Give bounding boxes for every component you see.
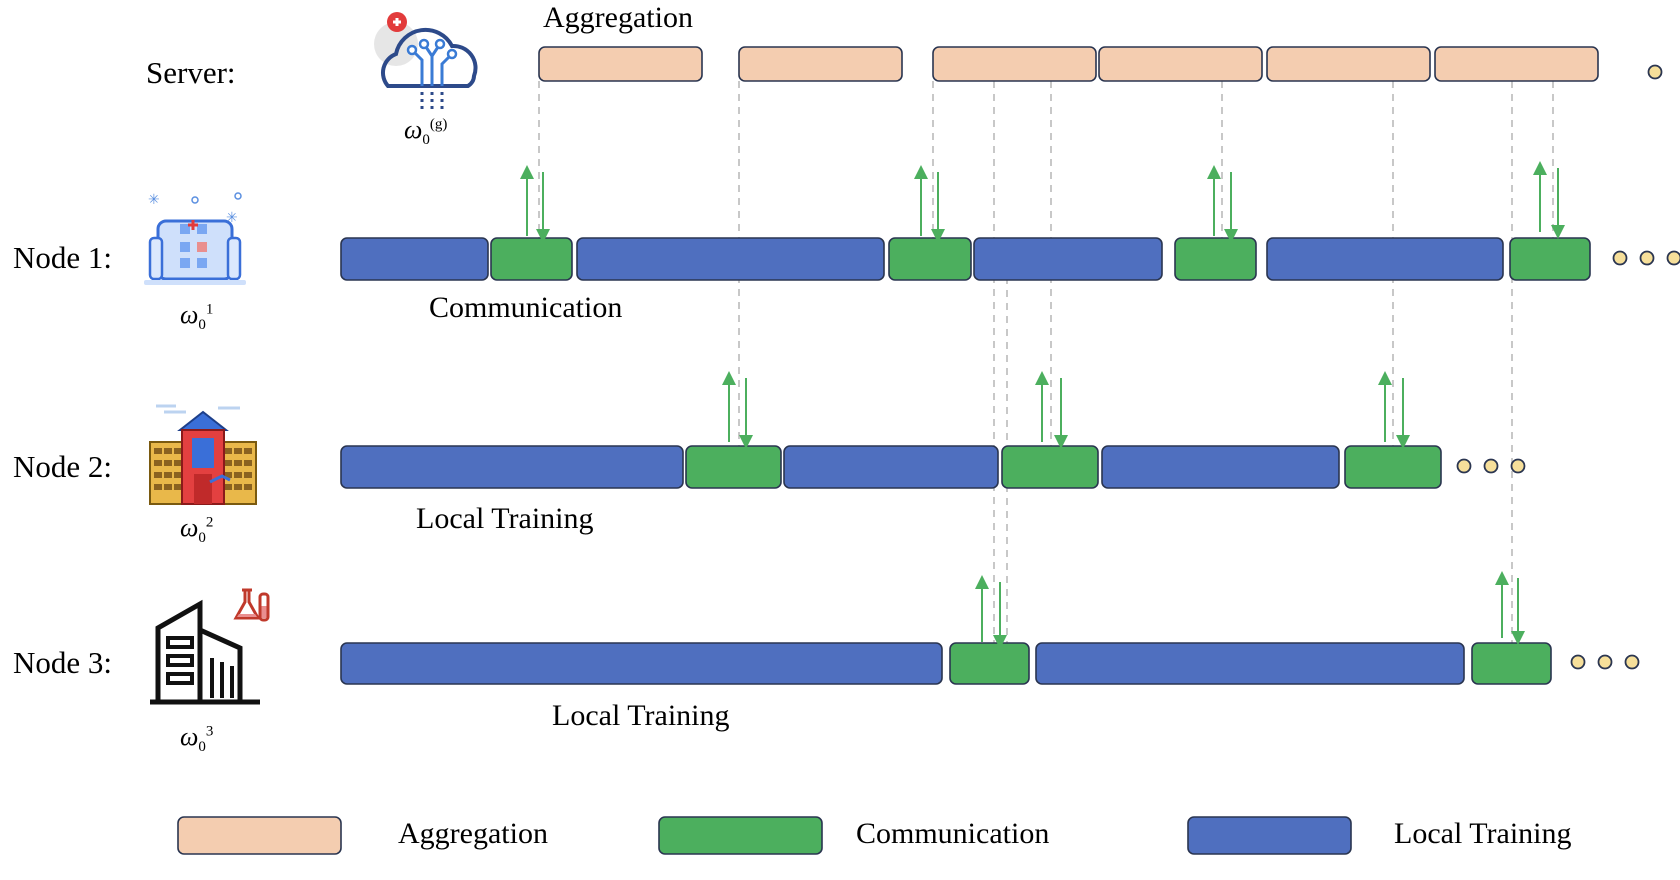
local-training-caption-node3: Local Training: [552, 699, 730, 732]
aggregation-block-server: [1266, 46, 1431, 82]
local-training-block-node3: [1035, 642, 1465, 685]
continuation-dot: [1597, 654, 1613, 670]
hospital-icon: ✳ ✳: [144, 192, 246, 285]
svg-text:✳: ✳: [226, 210, 238, 226]
communication-block-node1: [1509, 237, 1591, 281]
continuation-dot: [1456, 458, 1472, 474]
local-training-block-node1: [973, 237, 1163, 281]
continuation-dot: [1666, 250, 1680, 266]
legend-local-training-label: Local Training: [1394, 817, 1572, 850]
aggregation-block-server: [1098, 46, 1263, 82]
node3-weight: ω03: [180, 722, 214, 756]
aggregation-caption: Aggregation: [543, 1, 693, 34]
node2-weight: ω02: [180, 513, 214, 547]
communication-block-node1: [1174, 237, 1257, 281]
svg-text:✳: ✳: [148, 192, 160, 208]
continuation-dot: [1570, 654, 1586, 670]
continuation-dot: [1639, 250, 1655, 266]
local-training-block-node2: [340, 445, 684, 489]
legend-communication-label: Communication: [856, 817, 1050, 850]
aggregation-block-server: [1434, 46, 1599, 82]
communication-block-node2: [685, 445, 782, 489]
communication-block-node1: [888, 237, 972, 281]
server-label: Server:: [146, 55, 236, 90]
cloud-network-icon: [374, 12, 478, 112]
timeline-bars: [340, 46, 1599, 685]
communication-block-node3: [949, 642, 1030, 685]
local-training-caption-node2: Local Training: [416, 502, 594, 535]
continuation-dot: [1612, 250, 1628, 266]
legend-aggregation-label: Aggregation: [398, 817, 548, 850]
continuation-dot: [1647, 64, 1663, 80]
legend-swatch-local-training-block: [1187, 816, 1352, 855]
node2-label: Node 2:: [13, 449, 113, 484]
continuation-dots: [1456, 64, 1680, 670]
communication-arrows: [520, 161, 1565, 649]
continuation-dot: [1483, 458, 1499, 474]
communication-block-node3: [1471, 642, 1552, 685]
legend-swatches: [177, 816, 1352, 855]
school-building-icon: [149, 404, 257, 505]
communication-block-node2: [1344, 445, 1442, 489]
communication-caption: Communication: [429, 291, 623, 324]
local-training-block-node1: [1266, 237, 1504, 281]
node1-label: Node 1:: [13, 240, 113, 275]
aggregation-block-server: [538, 46, 703, 82]
server-weight: ω0(g): [404, 115, 448, 149]
legend-swatch-communication-block: [658, 816, 823, 855]
lab-building-icon: [150, 588, 270, 705]
node3-label: Node 3:: [13, 645, 113, 680]
legend-swatch-aggregation-block: [177, 816, 342, 855]
communication-block-node1: [490, 237, 573, 281]
local-training-block-node1: [340, 237, 489, 281]
continuation-dot: [1624, 654, 1640, 670]
aggregation-block-server: [932, 46, 1097, 82]
local-training-block-node1: [576, 237, 885, 281]
continuation-dot: [1510, 458, 1526, 474]
local-training-block-node2: [1101, 445, 1340, 489]
communication-block-node2: [1001, 445, 1099, 489]
dashed-sync-lines: [538, 81, 1554, 643]
local-training-block-node2: [783, 445, 999, 489]
local-training-block-node3: [340, 642, 943, 685]
aggregation-block-server: [738, 46, 903, 82]
node1-weight: ω01: [180, 300, 214, 334]
